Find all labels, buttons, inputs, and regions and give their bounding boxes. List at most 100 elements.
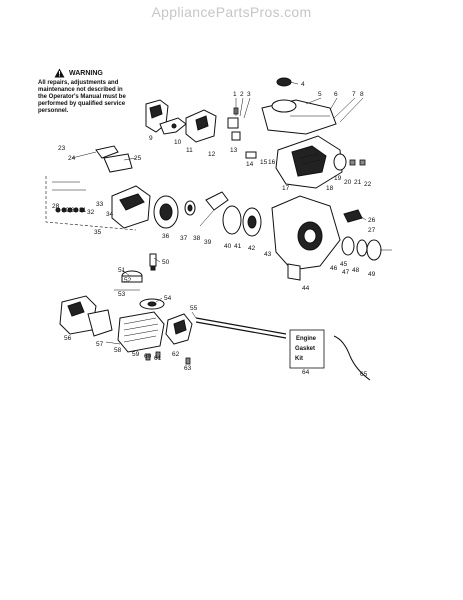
- carburetor-part: [165, 313, 193, 345]
- callout-27: 27: [368, 227, 376, 234]
- callout-13: 13: [230, 147, 238, 154]
- callout-18: 18: [326, 185, 334, 192]
- callout-61: 61: [154, 355, 162, 362]
- callout-51: 51: [118, 267, 126, 274]
- callout-22: 22: [364, 181, 372, 188]
- site-header: AppliancePartsPros.com: [151, 4, 312, 20]
- callout-19: 19: [334, 175, 342, 182]
- primer-bulb-part: [333, 153, 366, 171]
- callout-3: 3: [247, 91, 251, 98]
- assembly-bracket-line: [45, 176, 137, 231]
- callout-12: 12: [208, 151, 216, 158]
- warning-line: All repairs, adjustments and: [38, 80, 119, 86]
- callout-44: 44: [302, 285, 310, 292]
- recoil-starter-part: [341, 209, 392, 261]
- callout-30: 30: [71, 207, 79, 214]
- callout-35: 35: [94, 229, 102, 236]
- callout-64: 64: [302, 369, 310, 376]
- callout-7: 7: [352, 91, 356, 98]
- callout-26: 26: [368, 217, 376, 224]
- throttle-trigger-part: [159, 117, 187, 135]
- warning-notice: WARNING All repairs, adjustments and mai…: [38, 68, 130, 115]
- cylinder-part: [117, 311, 165, 353]
- callout-57: 57: [96, 341, 104, 348]
- callout-33: 33: [96, 201, 104, 208]
- drive-shaft-part: [195, 317, 287, 339]
- callout-31: 31: [79, 207, 87, 214]
- callout-63: 63: [184, 365, 192, 372]
- warning-triangle-icon: [54, 68, 65, 78]
- fuel-line-part: [333, 335, 371, 381]
- warning-title: WARNING: [69, 69, 103, 77]
- callout-52: 52: [124, 277, 132, 284]
- callout-56: 56: [64, 335, 72, 342]
- flywheel-part: [153, 195, 179, 229]
- callout-11: 11: [186, 147, 193, 154]
- crank-seal-part: [139, 298, 165, 310]
- small-hardware-part: [105, 341, 191, 365]
- gasket-part: [245, 151, 257, 159]
- callout-54: 54: [164, 295, 172, 302]
- callout-55: 55: [190, 305, 198, 312]
- callout-20: 20: [344, 179, 352, 186]
- callout-4: 4: [301, 81, 305, 88]
- callout-49: 49: [368, 271, 376, 278]
- callout-59: 59: [132, 351, 140, 358]
- callout-40: 40: [224, 243, 232, 250]
- air-box-part: [185, 109, 217, 143]
- handle-bracket-part: [95, 145, 133, 173]
- callout-2: 2: [240, 91, 244, 98]
- callout-5: 5: [318, 91, 322, 98]
- callout-41: 41: [234, 243, 242, 250]
- warning-line: performed by qualified service: [38, 101, 126, 107]
- starter-pulley-part: [222, 205, 262, 237]
- callout-53: 53: [118, 291, 126, 298]
- callout-8: 8: [360, 91, 364, 98]
- warning-line: maintenance not described in: [38, 87, 123, 93]
- warning-line: personnel.: [38, 108, 69, 114]
- engine-gasket-kit-box: Engine Gasket Kit: [289, 329, 325, 369]
- crankcase-housing-part: [271, 195, 341, 281]
- callout-50: 50: [162, 259, 170, 266]
- callout-60: 60: [144, 353, 152, 360]
- callout-17: 17: [282, 185, 290, 192]
- callout-48: 48: [352, 267, 360, 274]
- callout-36: 36: [162, 233, 170, 240]
- callout-37: 37: [180, 235, 188, 242]
- muffler-part: [59, 295, 97, 335]
- callout-46: 46: [330, 265, 338, 272]
- callout-34: 34: [106, 211, 114, 218]
- callout-16: 16: [268, 159, 276, 166]
- callout-21: 21: [354, 179, 362, 186]
- callout-47: 47: [342, 269, 350, 276]
- callout-9: 9: [149, 135, 153, 142]
- callout-45: 45: [340, 261, 348, 268]
- callout-39: 39: [204, 239, 212, 246]
- callout-25: 25: [134, 155, 142, 162]
- kit-box-line: Engine: [296, 336, 317, 342]
- callout-1: 1: [233, 91, 237, 98]
- clutch-part: [184, 200, 196, 216]
- callout-labels: 1 2 3 4 5 6 7 8 9 10 11 12 13 14 15 16 1…: [52, 81, 376, 378]
- ignition-coil-part: [199, 191, 229, 227]
- kit-box-line: Gasket: [295, 346, 315, 352]
- hardware-screws-part: [52, 181, 86, 213]
- callout-58: 58: [114, 347, 122, 354]
- spark-plug-part: [149, 253, 157, 271]
- callout-24: 24: [68, 155, 76, 162]
- callout-15: 15: [260, 159, 268, 166]
- callout-42: 42: [248, 245, 256, 252]
- callout-6: 6: [334, 91, 338, 98]
- warning-header: WARNING: [38, 68, 130, 78]
- callout-10: 10: [174, 139, 182, 146]
- fuel-tank-part: [261, 99, 337, 135]
- callout-29: 29: [62, 207, 70, 214]
- callout-62: 62: [172, 351, 180, 358]
- kit-box-line: Kit: [295, 356, 303, 362]
- callout-38: 38: [193, 235, 201, 242]
- callout-23: 23: [58, 145, 66, 152]
- callout-65: 65: [360, 371, 368, 378]
- muffler-shield-part: [87, 309, 113, 337]
- callout-43: 43: [264, 251, 272, 258]
